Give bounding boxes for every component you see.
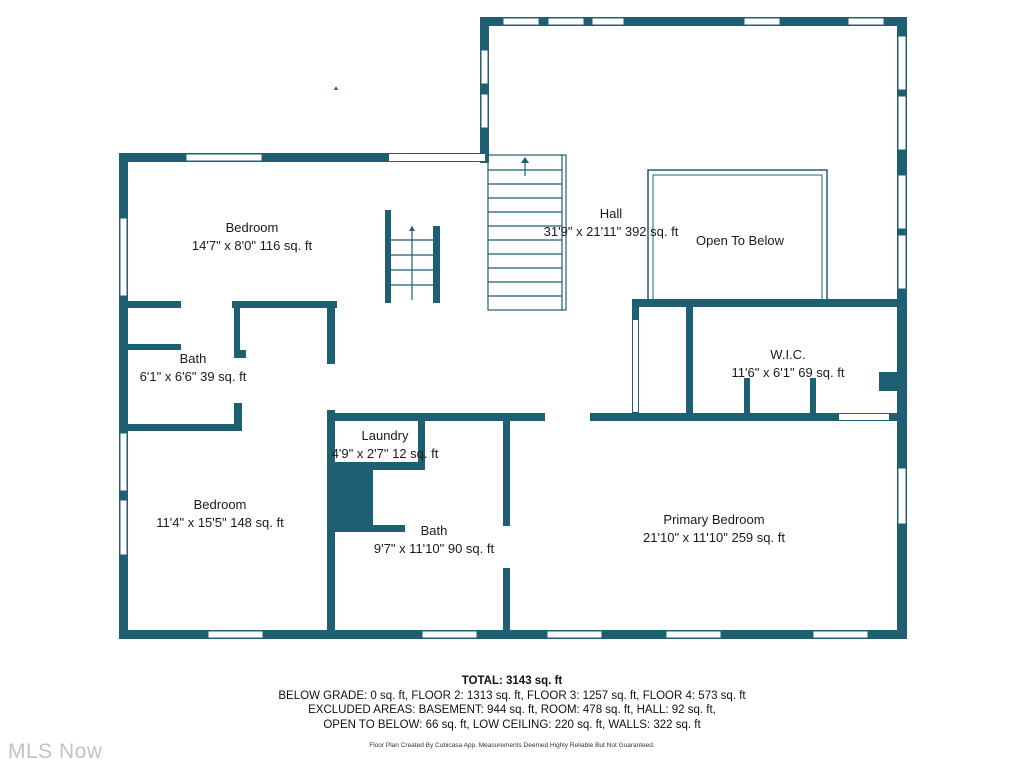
summary-line-1: BELOW GRADE: 0 sq. ft, FLOOR 2: 1313 sq.… [278,689,746,702]
watermark-logo: MLS Now [8,740,103,763]
room-bath-left: Bath 6'1" x 6'6" 39 sq. ft [140,350,247,386]
room-size: 21'10" x 11'10" 259 sq. ft [643,530,785,545]
exterior-walls [119,17,907,639]
room-open-to-below: Open To Below [696,232,784,250]
room-name: Bedroom [225,220,279,235]
room-bedroom-top: Bedroom 14'7" x 8'0" 116 sq. ft [192,219,312,255]
room-laundry: Laundry 4'9" x 2'7" 12 sq. ft [332,427,439,463]
room-size: 9'7" x 11'10" 90 sq. ft [373,541,495,556]
room-size: 6'1" x 6'6" 39 sq. ft [139,369,247,384]
room-name: Laundry [361,428,409,443]
room-name: Primary Bedroom [663,512,765,527]
interior-walls [119,210,897,639]
room-bedroom-bottom: Bedroom 11'4" x 15'5" 148 sq. ft [156,496,283,532]
room-bath-center: Bath 9'7" x 11'10" 90 sq. ft [374,522,494,558]
small-staircase [391,226,433,300]
area-summary: TOTAL: 3143 sq. ft BELOW GRADE: 0 sq. ft… [278,674,745,732]
room-name: Open To Below [696,233,784,248]
main-staircase [487,154,567,311]
summary-line-2: EXCLUDED AREAS: BASEMENT: 944 sq. ft, RO… [308,704,716,716]
room-size: 14'7" x 8'0" 116 sq. ft [191,238,313,253]
total-area: TOTAL: 3143 sq. ft [461,675,563,687]
room-name: Bedroom [193,497,247,512]
room-name: W.I.C. [770,347,806,362]
windows [119,17,907,639]
room-size: 4'9" x 2'7" 12 sq. ft [331,446,439,461]
room-name: Hall [599,206,623,221]
room-wic: W.I.C. 11'6" x 6'1" 69 sq. ft [732,346,845,382]
room-name: Bath [420,523,448,538]
door-openings [389,154,889,567]
open-to-below-outline [647,169,828,301]
room-size: 11'6" x 6'1" 69 sq. ft [731,365,845,380]
room-name: Bath [179,351,207,366]
room-size: 31'9" x 21'11" 392 sq. ft [543,224,679,239]
disclaimer: Floor Plan Created By Cubicasa App. Meas… [369,742,655,749]
room-primary-bedroom: Primary Bedroom 21'10" x 11'10" 259 sq. … [643,511,785,547]
room-size: 11'4" x 15'5" 148 sq. ft [156,515,284,530]
marker [334,86,338,90]
summary-line-3: OPEN TO BELOW: 66 sq. ft, LOW CEILING: 2… [323,718,701,731]
room-hall: Hall 31'9" x 21'11" 392 sq. ft [544,205,679,241]
